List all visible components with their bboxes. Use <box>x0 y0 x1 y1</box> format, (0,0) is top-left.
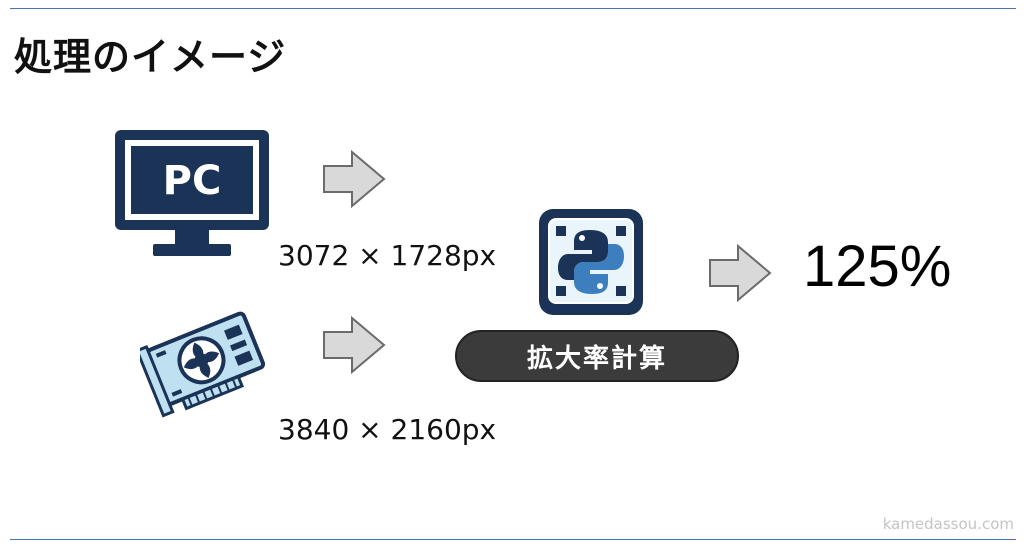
gpu-resolution: 3840 × 2160px <box>278 413 497 446</box>
process-pill: 拡大率計算 <box>455 330 739 382</box>
arrow-right-icon <box>709 244 772 302</box>
arrow-right-icon <box>323 316 386 374</box>
arrow-right-icon <box>323 150 386 208</box>
pc-label: PC <box>163 158 222 204</box>
graphics-card-icon <box>140 311 266 418</box>
python-logo-icon <box>539 209 643 315</box>
bottom-rule <box>10 539 1016 540</box>
top-rule <box>10 8 1016 9</box>
monitor-pc-icon: PC <box>115 130 269 256</box>
result-value: 125% <box>803 234 952 299</box>
watermark: kamedassou.com <box>882 515 1014 533</box>
pc-resolution: 3072 × 1728px <box>278 239 497 272</box>
page-title: 処理のイメージ <box>14 35 287 79</box>
